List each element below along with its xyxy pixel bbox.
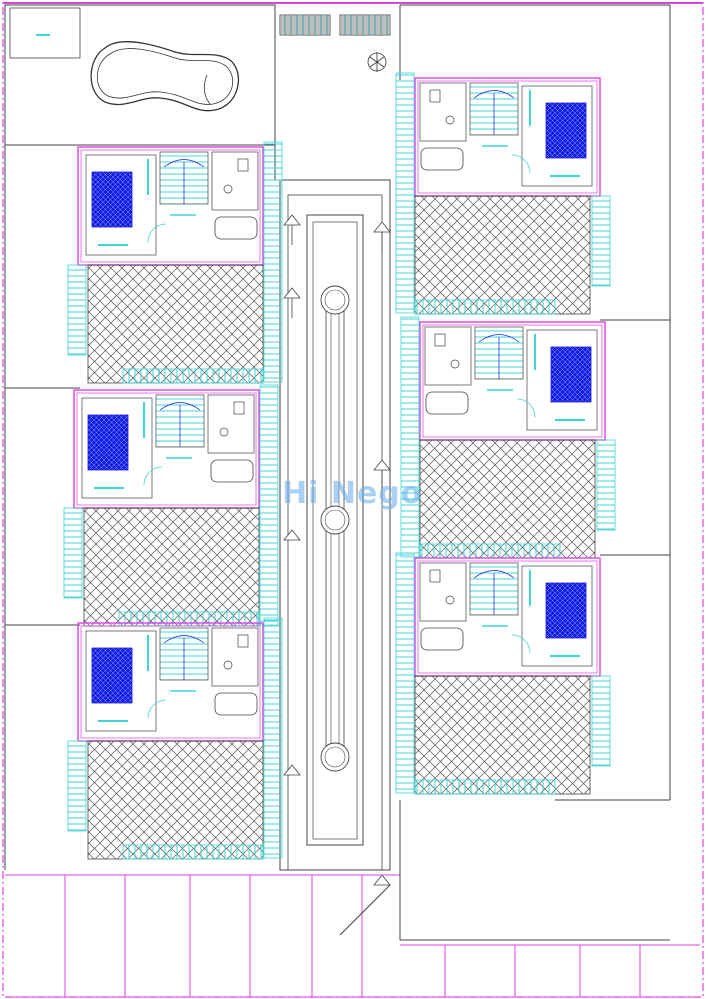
villa-units bbox=[63, 72, 616, 860]
side-railing bbox=[259, 384, 279, 626]
side-railing bbox=[395, 552, 415, 794]
bedroom bbox=[85, 154, 157, 256]
toilet-icon bbox=[233, 401, 245, 415]
bedroom bbox=[521, 565, 593, 667]
sink-icon bbox=[223, 184, 233, 194]
sink-icon bbox=[445, 595, 455, 605]
terrace-paving bbox=[419, 439, 596, 559]
bed-icon bbox=[550, 346, 592, 403]
bedroom bbox=[521, 85, 593, 187]
toilet-icon bbox=[237, 634, 249, 648]
bathroom bbox=[211, 151, 259, 211]
bathtub bbox=[420, 147, 464, 171]
bathroom bbox=[419, 82, 467, 142]
bathtub bbox=[210, 459, 254, 483]
door-swing bbox=[511, 634, 531, 654]
swimming-pool bbox=[90, 41, 239, 112]
front-steps bbox=[122, 368, 264, 384]
door-swing bbox=[147, 223, 167, 243]
side-railing bbox=[400, 316, 420, 558]
front-steps bbox=[414, 779, 556, 795]
central-walkway bbox=[279, 179, 391, 871]
terrace-steps bbox=[67, 740, 87, 832]
villa-unit-5 bbox=[400, 316, 616, 559]
front-steps bbox=[122, 844, 264, 860]
toilet-icon bbox=[429, 569, 441, 583]
front-steps bbox=[414, 299, 556, 315]
front-steps bbox=[118, 611, 260, 627]
bed-icon bbox=[545, 102, 587, 159]
toilet-icon bbox=[237, 158, 249, 172]
terrace-paving bbox=[414, 675, 591, 795]
bathroom bbox=[207, 394, 255, 454]
bathtub bbox=[214, 692, 258, 716]
terrace-steps bbox=[591, 195, 611, 287]
bed-icon bbox=[87, 414, 129, 471]
bathroom bbox=[211, 627, 259, 687]
parking-grid bbox=[5, 799, 700, 998]
bathroom bbox=[419, 562, 467, 622]
sunbeds bbox=[279, 14, 391, 36]
door-swing bbox=[511, 154, 531, 174]
entry-arrows bbox=[283, 214, 391, 886]
villa-unit-4 bbox=[395, 72, 611, 315]
sink-icon bbox=[445, 115, 455, 125]
terrace-steps bbox=[596, 439, 616, 531]
watermark-text: Hi Nego bbox=[282, 476, 423, 511]
sink-icon bbox=[219, 427, 229, 437]
side-railing bbox=[263, 617, 283, 859]
door-swing bbox=[143, 466, 163, 486]
bathtub bbox=[425, 391, 469, 415]
sink-icon bbox=[223, 660, 233, 670]
terrace-paving bbox=[87, 740, 264, 860]
tree-icon bbox=[367, 52, 387, 72]
side-railing bbox=[263, 141, 283, 383]
bed-icon bbox=[545, 582, 587, 639]
villa-unit-2 bbox=[63, 384, 279, 627]
sink-icon bbox=[450, 359, 460, 369]
side-railing bbox=[395, 72, 415, 314]
pool-area bbox=[4, 4, 276, 146]
bed-icon bbox=[91, 171, 133, 228]
terrace-steps bbox=[63, 507, 83, 599]
toilet-icon bbox=[429, 89, 441, 103]
villa-unit-1 bbox=[67, 141, 283, 384]
front-steps bbox=[419, 543, 561, 559]
door-swing bbox=[516, 398, 536, 418]
site-lines bbox=[4, 4, 671, 870]
bedroom bbox=[526, 329, 598, 431]
terrace-paving bbox=[83, 507, 260, 627]
bathtub bbox=[420, 627, 464, 651]
bathroom bbox=[424, 326, 472, 386]
terrace-steps bbox=[591, 675, 611, 767]
terrace-steps bbox=[67, 264, 87, 356]
door-swing bbox=[147, 699, 167, 719]
bathtub bbox=[214, 216, 258, 240]
villa-unit-6 bbox=[395, 552, 611, 795]
bedroom bbox=[81, 397, 153, 499]
bedroom bbox=[85, 630, 157, 732]
terrace-paving bbox=[87, 264, 264, 384]
bed-icon bbox=[91, 647, 133, 704]
toilet-icon bbox=[434, 333, 446, 347]
villa-unit-3 bbox=[67, 617, 283, 860]
terrace-paving bbox=[414, 195, 591, 315]
